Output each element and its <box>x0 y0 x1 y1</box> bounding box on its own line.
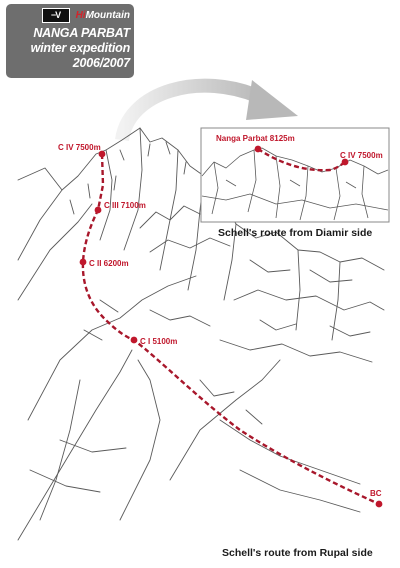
camp-marker-summit <box>254 145 262 153</box>
brand-name: HiMountain <box>76 10 130 21</box>
title-line-1: NANGA PARBAT <box>33 26 130 40</box>
label-c3: C III 7100m <box>104 201 146 210</box>
title-line-2: winter expedition <box>30 41 131 55</box>
logo: −V HiMountain <box>6 6 130 24</box>
label-c4: C IV 7500m <box>58 143 101 152</box>
rupal-route-line <box>81 153 380 506</box>
rupal-caption: Schell's route from Rupal side <box>222 547 373 559</box>
transition-arrow-icon <box>115 78 298 142</box>
label-c2: C II 6200m <box>89 259 129 268</box>
label-inset-c4: C IV 7500m <box>340 151 383 160</box>
label-bc: BC <box>370 489 382 498</box>
diamir-inset: Nanga Parbat 8125m C IV 7500m <box>200 127 390 223</box>
logo-mark-icon: −V <box>41 7 70 23</box>
camp-marker-c1 <box>130 336 138 344</box>
label-summit: Nanga Parbat 8125m <box>216 134 295 143</box>
brand-rest: Mountain <box>85 9 130 21</box>
title-box: −V HiMountain NANGA PARBAT winter expedi… <box>6 4 134 78</box>
camp-marker-c3 <box>94 206 102 214</box>
mountain-sketch <box>17 127 385 541</box>
diamir-caption: Schell's route from Diamir side <box>218 227 373 239</box>
diamir-route-line <box>257 147 346 172</box>
camp-marker-c4 <box>98 150 106 158</box>
camp-marker-c2 <box>79 258 87 266</box>
camp-marker-bc <box>375 500 383 508</box>
camp-marker-inset-c4 <box>341 158 349 166</box>
title-line-3: 2006/2007 <box>72 56 130 70</box>
brand-hi: Hi <box>75 9 86 21</box>
label-c1: C I 5100m <box>140 337 177 346</box>
